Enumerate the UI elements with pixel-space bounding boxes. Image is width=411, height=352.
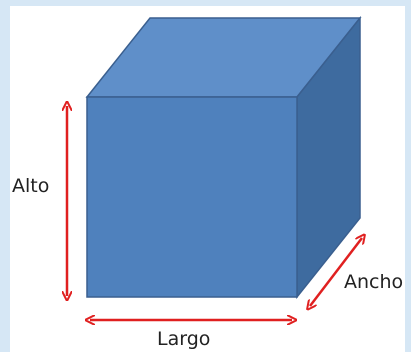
- height-label: Alto: [12, 175, 49, 197]
- width-arrow: [310, 238, 362, 306]
- length-label: Largo: [157, 328, 210, 350]
- frame-left-border: [0, 0, 10, 352]
- width-label: Ancho: [344, 271, 403, 293]
- frame-right-border: [405, 0, 411, 352]
- frame-top-border: [0, 0, 411, 6]
- cube-front-face: [86, 96, 298, 298]
